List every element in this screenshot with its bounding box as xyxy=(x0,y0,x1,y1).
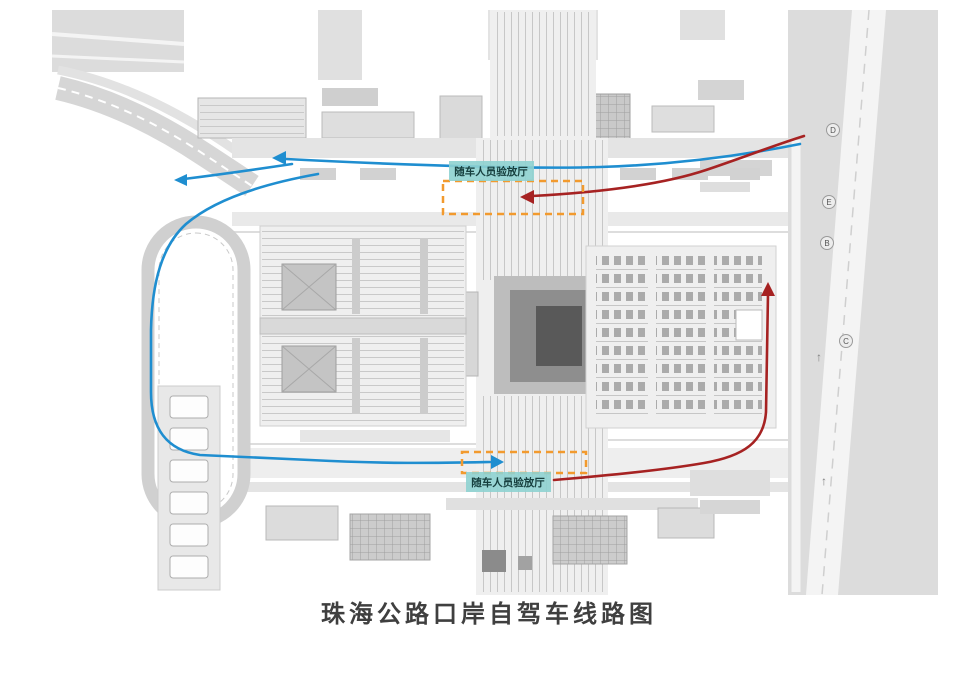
top-left-roads xyxy=(51,10,259,196)
inbound-arrow-top xyxy=(272,151,286,165)
outbound-arrow-south xyxy=(761,282,775,296)
checkpoint-bottom-bg xyxy=(466,472,551,492)
checkpoint-labels: 随车人员验放厅 随车人员验放厅 xyxy=(449,161,551,492)
inbound-route-loop xyxy=(149,172,492,465)
road-marker-b: B xyxy=(824,239,829,248)
inbound-arrow-spur xyxy=(174,174,187,186)
road-marker-circle xyxy=(822,195,836,209)
road-marker-e: E xyxy=(826,198,831,207)
right-highway-district xyxy=(788,9,938,596)
site-plan xyxy=(51,9,938,596)
southwest-vehicle-bays xyxy=(157,385,221,591)
road-markers: D E B C ↑ ↑ xyxy=(816,123,853,488)
outbound-route-south xyxy=(552,292,770,482)
up-arrow-icon: ↑ xyxy=(816,350,822,364)
road-marker-d: D xyxy=(830,126,836,135)
checkpoint-bottom-label: 随车人员验放厅 xyxy=(471,476,545,489)
road-marker-circle xyxy=(839,334,853,348)
checkpoint-top-bg xyxy=(449,161,534,181)
checkpoint-top-label: 随车人员验放厅 xyxy=(454,165,528,178)
outbound-arrow-top xyxy=(520,190,534,204)
east-parking-lot xyxy=(585,245,777,429)
outbound-route-top xyxy=(530,134,806,198)
west-parking-structure xyxy=(259,225,467,442)
road-marker-c: C xyxy=(843,337,849,346)
driving-routes xyxy=(149,134,806,482)
inbound-route-top xyxy=(284,142,802,169)
up-arrow-icon: ↑ xyxy=(821,474,827,488)
road-marker-circle xyxy=(826,123,840,137)
highlight-box-top xyxy=(441,179,585,216)
road-marker-circle xyxy=(820,236,834,250)
inbound-route-spur xyxy=(182,162,294,181)
page-title: 珠海公路口岸自驾车线路图 xyxy=(321,600,657,628)
south-buildings xyxy=(265,470,770,572)
inbound-arrow-loop xyxy=(491,455,504,469)
